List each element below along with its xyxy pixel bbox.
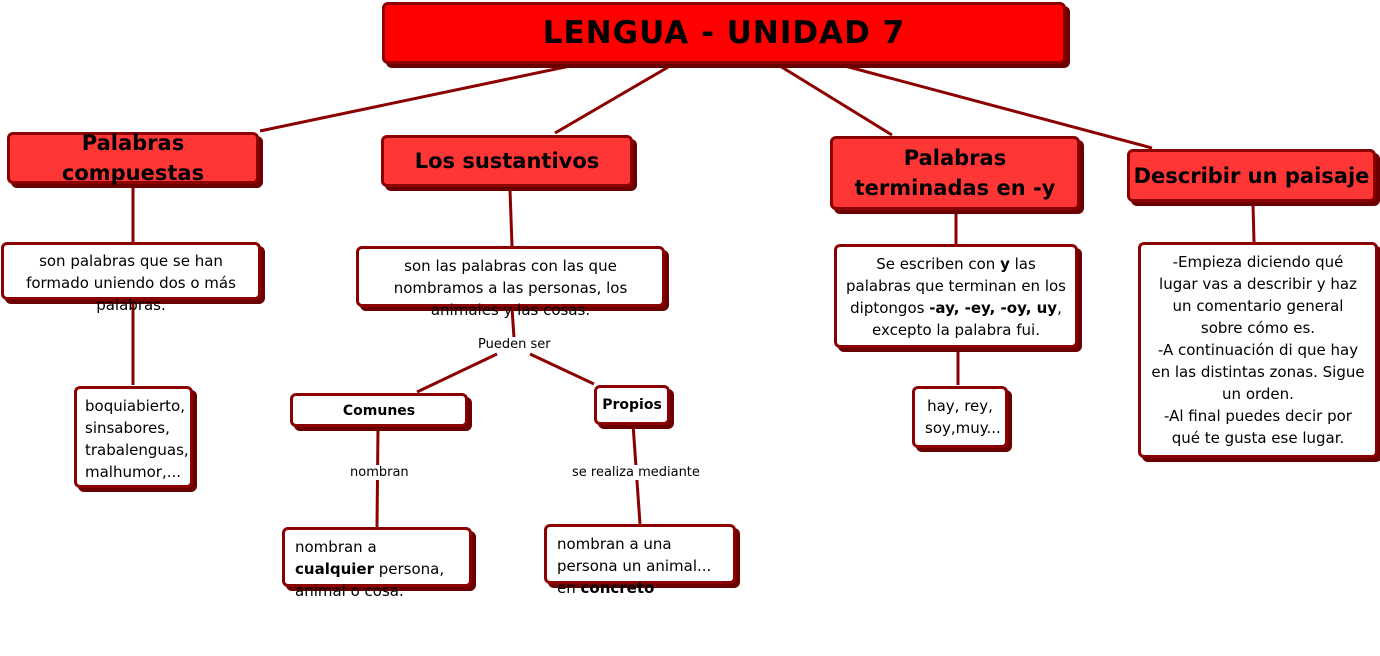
title-node[interactable]: LENGUA - UNIDAD 7	[382, 2, 1066, 64]
description-comunes[interactable]: nombran a cualquier persona, animal o co…	[282, 527, 472, 600]
link-pueden-propios	[529, 352, 595, 386]
heading-palabras-terminadas-en-y[interactable]: Palabras terminadas en -y	[830, 136, 1080, 210]
page-title: LENGUA - UNIDAD 7	[542, 15, 906, 51]
link-sustantivos-def	[508, 189, 514, 247]
link-title-paisaje	[844, 64, 1153, 150]
description-describir-un-paisaje[interactable]: -Empieza diciendo qué lugar vas a descri…	[1138, 242, 1378, 458]
link-paisaje-desc	[1251, 203, 1256, 243]
example-item: sinsabores,	[85, 419, 170, 437]
link-title-terminadas	[779, 64, 893, 137]
definition-los-sustantivos[interactable]: son las palabras con las que nombramos a…	[356, 246, 665, 319]
link-pueden-comunes	[416, 352, 498, 394]
paisaje-step: -A continuación di que hay en las distin…	[1151, 341, 1365, 403]
examples-palabras-terminadas-en-y[interactable]: hay, rey, soy,muy...	[912, 386, 1008, 448]
link-label-pueden-ser: Pueden ser	[476, 337, 553, 352]
link-def-pueden	[510, 307, 516, 339]
example-item: trabalenguas,	[85, 441, 189, 459]
paisaje-step: -Empieza diciendo qué lugar vas a descri…	[1159, 253, 1357, 337]
example-item: malhumor,...	[85, 463, 182, 481]
heading-describir-un-paisaje[interactable]: Describir un paisaje	[1127, 149, 1376, 202]
heading-palabras-compuestas[interactable]: Palabras compuestas	[7, 131, 259, 185]
description-propios[interactable]: nombran a una persona un animal... en co…	[544, 524, 736, 597]
example-item: boquiabierto,	[85, 397, 185, 415]
link-label-nombran: nombran	[348, 465, 411, 480]
link-label-se-realiza-mediante: se realiza mediante	[570, 465, 702, 480]
definition-palabras-terminadas-en-y[interactable]: Se escriben con y las palabras que termi…	[834, 244, 1078, 348]
link-title-compuestas	[259, 64, 571, 133]
node-propios[interactable]: Propios	[594, 385, 670, 425]
emphasis-concreto: concreto	[580, 579, 655, 597]
examples-palabras-compuestas[interactable]: boquiabierto, sinsabores, trabalenguas, …	[74, 386, 193, 488]
link-title-sustantivos	[554, 64, 671, 135]
node-comunes[interactable]: Comunes	[290, 393, 468, 427]
paisaje-step: -Al final puedes decir por qué te gusta …	[1164, 407, 1352, 447]
heading-los-sustantivos[interactable]: Los sustantivos	[381, 135, 633, 187]
emphasis-cualquier: cualquier	[295, 560, 374, 578]
definition-palabras-compuestas[interactable]: son palabras que se han formado uniendo …	[1, 242, 261, 314]
